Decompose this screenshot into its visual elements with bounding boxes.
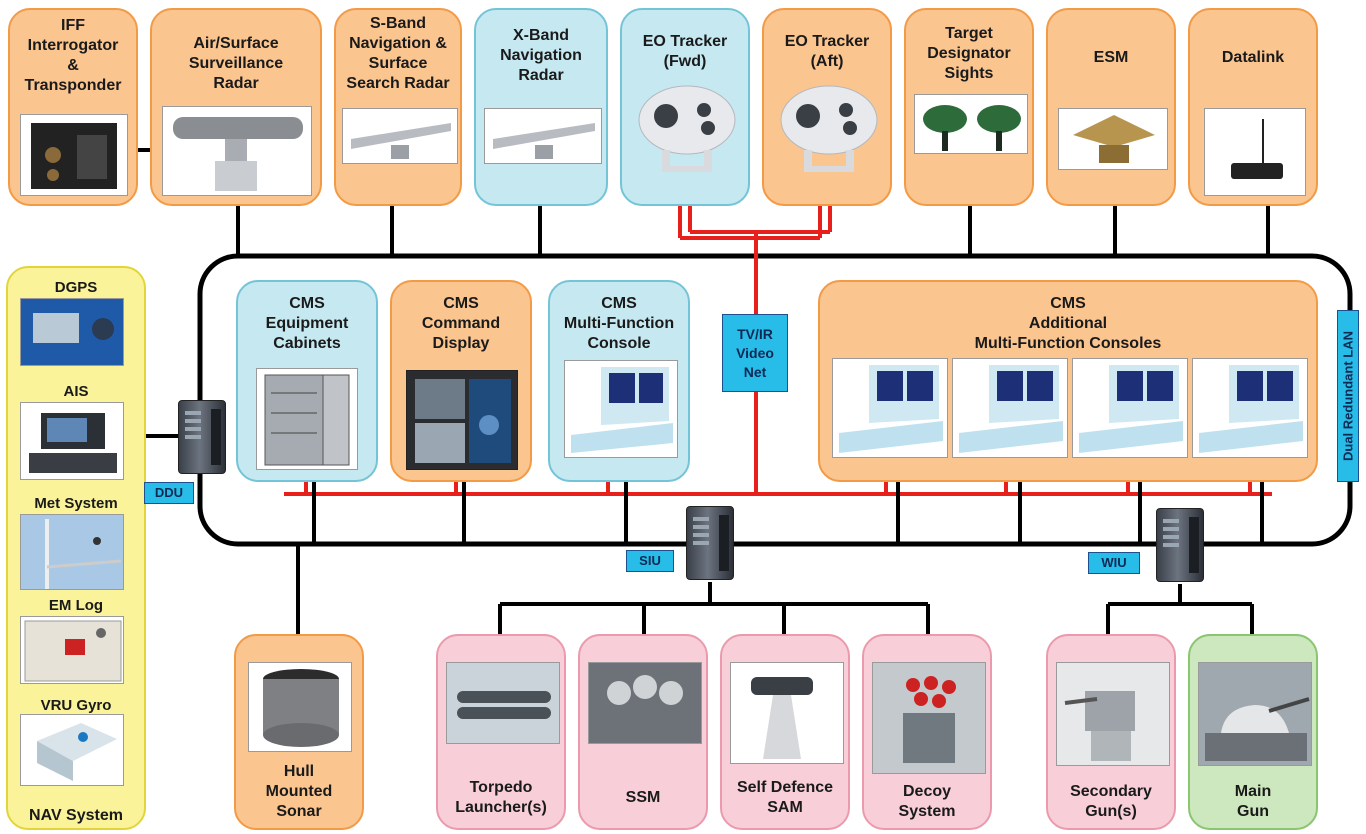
cms-equipment-cabinets-box: CMS Equipment Cabinets [236,280,378,482]
siu-tag: SIU [626,550,674,572]
hull-sonar-label: Hull Mounted Sonar [265,763,333,820]
target-designator-label: Target Designator Sights [927,25,1011,82]
ais-label: AIS [63,383,89,400]
dgps-label: DGPS [54,279,98,296]
siu-unit-icon [686,506,734,580]
iff-image [20,114,128,196]
ddu-unit-icon [178,400,226,474]
air-surface-radar-image [162,106,312,196]
eo-fwd-image [636,80,738,174]
eo-aft-image [778,80,880,174]
eo-fwd-label: EO Tracker (Fwd) [642,33,728,70]
additional-console-image-2 [952,358,1068,458]
additional-console-image-1 [832,358,948,458]
cms-mfc-box: CMS Multi-Function Console [548,280,690,482]
x-band-radar-image [484,108,602,164]
cms-equipment-cabinets-image [256,368,358,470]
s-band-radar-label: S-Band Navigation & Surface Search Radar [346,15,450,92]
main-gun-image [1198,662,1312,766]
ssm-box: SSM [578,634,708,830]
dual-redundant-lan-tag: Dual Redundant LAN [1337,310,1359,482]
cms-command-display-image [406,370,518,470]
torpedo-box: Torpedo Launcher(s) [436,634,566,830]
dual-redundant-lan-text: Dual Redundant LAN [1340,331,1356,461]
x-band-radar-label: X-Band Navigation Radar [500,27,582,84]
cms-mfc-image [564,360,678,458]
main-gun-label: Main Gun [1234,783,1272,820]
sam-box: Self Defence SAM [720,634,850,830]
dgps-image [20,298,124,366]
cms-command-display-box: CMS Command Display [390,280,532,482]
sam-image [730,662,844,764]
wiu-weapons-bus [1106,584,1254,640]
nav-system-title: NAV System [29,807,123,824]
cms-additional-consoles-box: CMS Additional Multi-Function Consoles [818,280,1318,482]
secondary-gun-box: Secondary Gun(s) [1046,634,1176,830]
target-designator-image [914,94,1028,154]
em-log-label: EM Log [48,597,104,614]
wiu-tag: WIU [1088,552,1140,574]
additional-console-image-4 [1192,358,1308,458]
main-gun-box: Main Gun [1188,634,1318,830]
decoy-box: Decoy System [862,634,992,830]
secondary-gun-label: Secondary Gun(s) [1070,783,1152,820]
esm-box: ESM [1046,8,1176,206]
wiu-unit-icon [1156,508,1204,582]
ddu-tag: DDU [144,482,194,504]
target-designator-box: Target Designator Sights [904,8,1034,206]
iff-box: IFF Interrogator & Transponder [8,8,138,206]
eo-aft-box: EO Tracker (Aft) [762,8,892,206]
eo-fwd-box: EO Tracker (Fwd) [620,8,750,206]
nav-system-panel: DGPS AIS Met System EM Log VRU Gyro NAV … [6,266,146,830]
ais-image [20,402,124,480]
cms-command-display-label: CMS Command Display [421,295,501,352]
met-system-label: Met System [34,495,118,512]
met-system-image [20,514,124,590]
sam-label: Self Defence SAM [736,779,834,816]
air-surface-radar-box: Air/Surface Surveillance Radar [150,8,322,206]
vru-gyro-image [20,714,124,786]
s-band-radar-image [342,108,458,164]
cms-additional-consoles-label: CMS Additional Multi-Function Consoles [974,295,1162,352]
s-band-radar-box: S-Band Navigation & Surface Search Radar [334,8,462,206]
torpedo-label: Torpedo Launcher(s) [455,779,547,816]
datalink-image [1204,108,1306,196]
torpedo-image [446,662,560,744]
ssm-image [588,662,702,744]
em-log-image [20,616,124,684]
x-band-radar-box: X-Band Navigation Radar [474,8,608,206]
esm-image [1058,108,1168,170]
secondary-gun-image [1056,662,1170,766]
hull-sonar-box: Hull Mounted Sonar [234,634,364,830]
additional-console-image-3 [1072,358,1188,458]
air-surface-radar-label: Air/Surface Surveillance Radar [188,35,284,92]
esm-label: ESM [1093,49,1129,66]
siu-weapons-bus [498,582,930,640]
iff-label: IFF Interrogator & Transponder [24,17,122,94]
cms-mfc-label: CMS Multi-Function Console [563,295,675,352]
tvir-video-net-tag: TV/IR Video Net [722,314,788,392]
eo-aft-label: EO Tracker (Aft) [784,33,870,70]
vru-gyro-label: VRU Gyro [40,697,112,714]
decoy-image [872,662,986,774]
ssm-label: SSM [625,789,661,806]
decoy-label: Decoy System [898,783,956,820]
datalink-label: Datalink [1221,49,1285,66]
hull-sonar-image [248,662,352,752]
cms-equipment-cabinets-label: CMS Equipment Cabinets [265,295,349,352]
datalink-box: Datalink [1188,8,1318,206]
